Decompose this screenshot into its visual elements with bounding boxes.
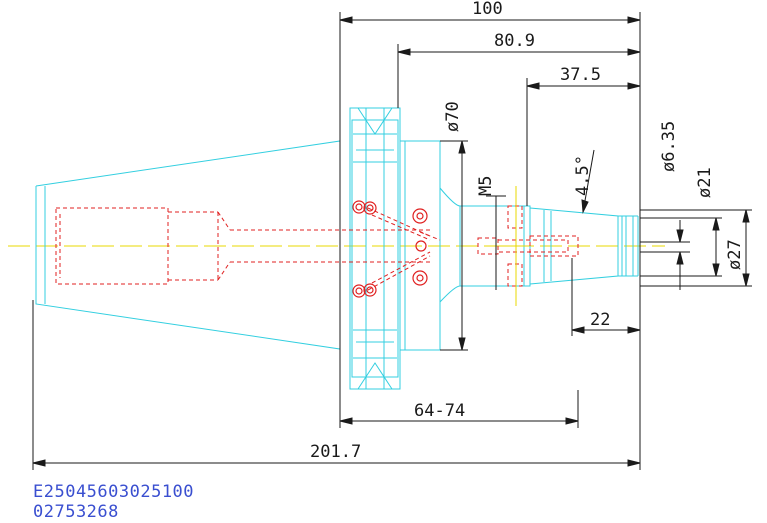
- dim-dia-21: ø21: [695, 167, 715, 198]
- hidden-lines: [55, 205, 579, 291]
- dim-37-5: 37.5: [560, 65, 601, 85]
- dim-angle-4-5: 4.5°: [573, 155, 593, 196]
- dim-22: 22: [590, 310, 610, 330]
- dim-100: 100: [472, 0, 503, 19]
- dim-dia-27: ø27: [725, 239, 745, 270]
- dim-80-9: 80.9: [494, 31, 535, 51]
- seal-rings: [352, 200, 428, 298]
- dim-dia-70: ø70: [443, 101, 463, 132]
- dimension-lines: [32, 12, 752, 470]
- dim-64-74: 64-74: [414, 401, 465, 421]
- catalog-number: 02753268: [33, 502, 119, 522]
- tool-outline: [35, 107, 639, 390]
- dim-dia-6-35: ø6.35: [659, 121, 679, 172]
- part-number: E25045603025100: [33, 482, 195, 502]
- dim-201-7: 201.7: [310, 442, 361, 462]
- center-marks: [506, 186, 526, 306]
- dim-m5: M5: [476, 176, 496, 196]
